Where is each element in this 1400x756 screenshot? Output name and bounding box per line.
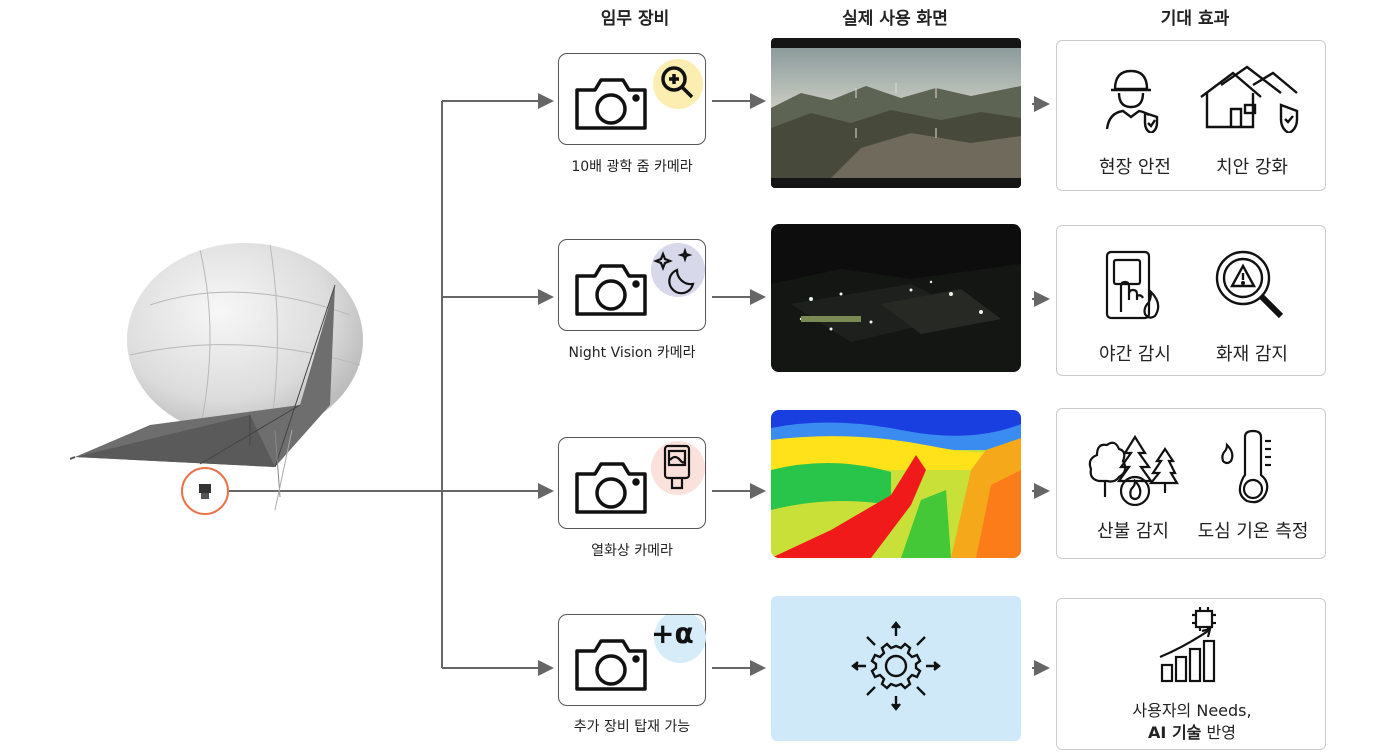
equipment-caption: Night Vision 카메라 [568,345,696,361]
zoom-in-icon [661,66,694,99]
effect-label: 야간 감시 [1099,344,1171,365]
screen-thermal-image [771,410,1021,558]
camera-icon [575,462,647,514]
camera-icon [575,639,647,691]
forest-fire-icon [1088,434,1179,506]
effect-box-extra: 사용자의 Needs, AI 기술 반영 [1056,598,1326,750]
thermometer-icon [1221,429,1271,504]
equipment-card-zoom [558,53,706,145]
equipment-caption: 추가 장비 탑재 가능 [573,719,691,735]
equipment-card-thermal [558,437,706,529]
effect-label: 화재 감지 [1216,344,1288,365]
effect-label-needs: 사용자의 Needs, [1132,701,1252,720]
camera-icon [575,78,647,130]
effect-label: 산불 감지 [1097,521,1169,542]
ai-growth-chart-icon [1159,607,1216,683]
effect-label: 치안 강화 [1216,157,1288,178]
touch-fire-icon [1105,250,1160,320]
equipment-card-night-vision [558,239,706,331]
screen-night-vision-image [771,224,1021,372]
warning-magnifier-icon [1215,250,1284,319]
effect-box-thermal: 산불 감지 도심 기온 측정 [1056,408,1326,559]
thermal-device-icon [663,444,691,490]
equipment-card-extra: +α [558,614,706,706]
effect-box-night: 야간 감시 화재 감지 [1056,225,1326,376]
worker-safety-icon [1105,69,1159,133]
house-shield-icon [1200,65,1299,133]
equipment-caption: 10배 광학 줌 카메라 [571,159,693,175]
moon-stars-icon [653,247,695,295]
screen-extra-equipment [771,596,1021,741]
gear-expand-icon [851,621,941,711]
effect-label: 도심 기온 측정 [1197,521,1309,542]
ai-tech-bold: AI 기술 [1148,723,1202,742]
header-effect: 기대 효과 [1160,9,1230,29]
equipment-caption: 열화상 카메라 [591,543,673,559]
camera-icon [575,264,647,316]
header-screen: 실제 사용 화면 [842,9,948,29]
header-equipment: 임무 장비 [600,9,670,29]
effect-label-ai: AI 기술 반영 [1092,719,1292,743]
plus-alpha-icon: +α [651,617,694,650]
effect-label: 현장 안전 [1099,157,1171,178]
effect-box-zoom: 현장 안전 치안 강화 [1056,40,1326,191]
ai-tech-rest: 반영 [1201,723,1236,742]
screen-zoom-camera-image [771,38,1021,188]
aerostat-balloon-image [70,243,363,515]
